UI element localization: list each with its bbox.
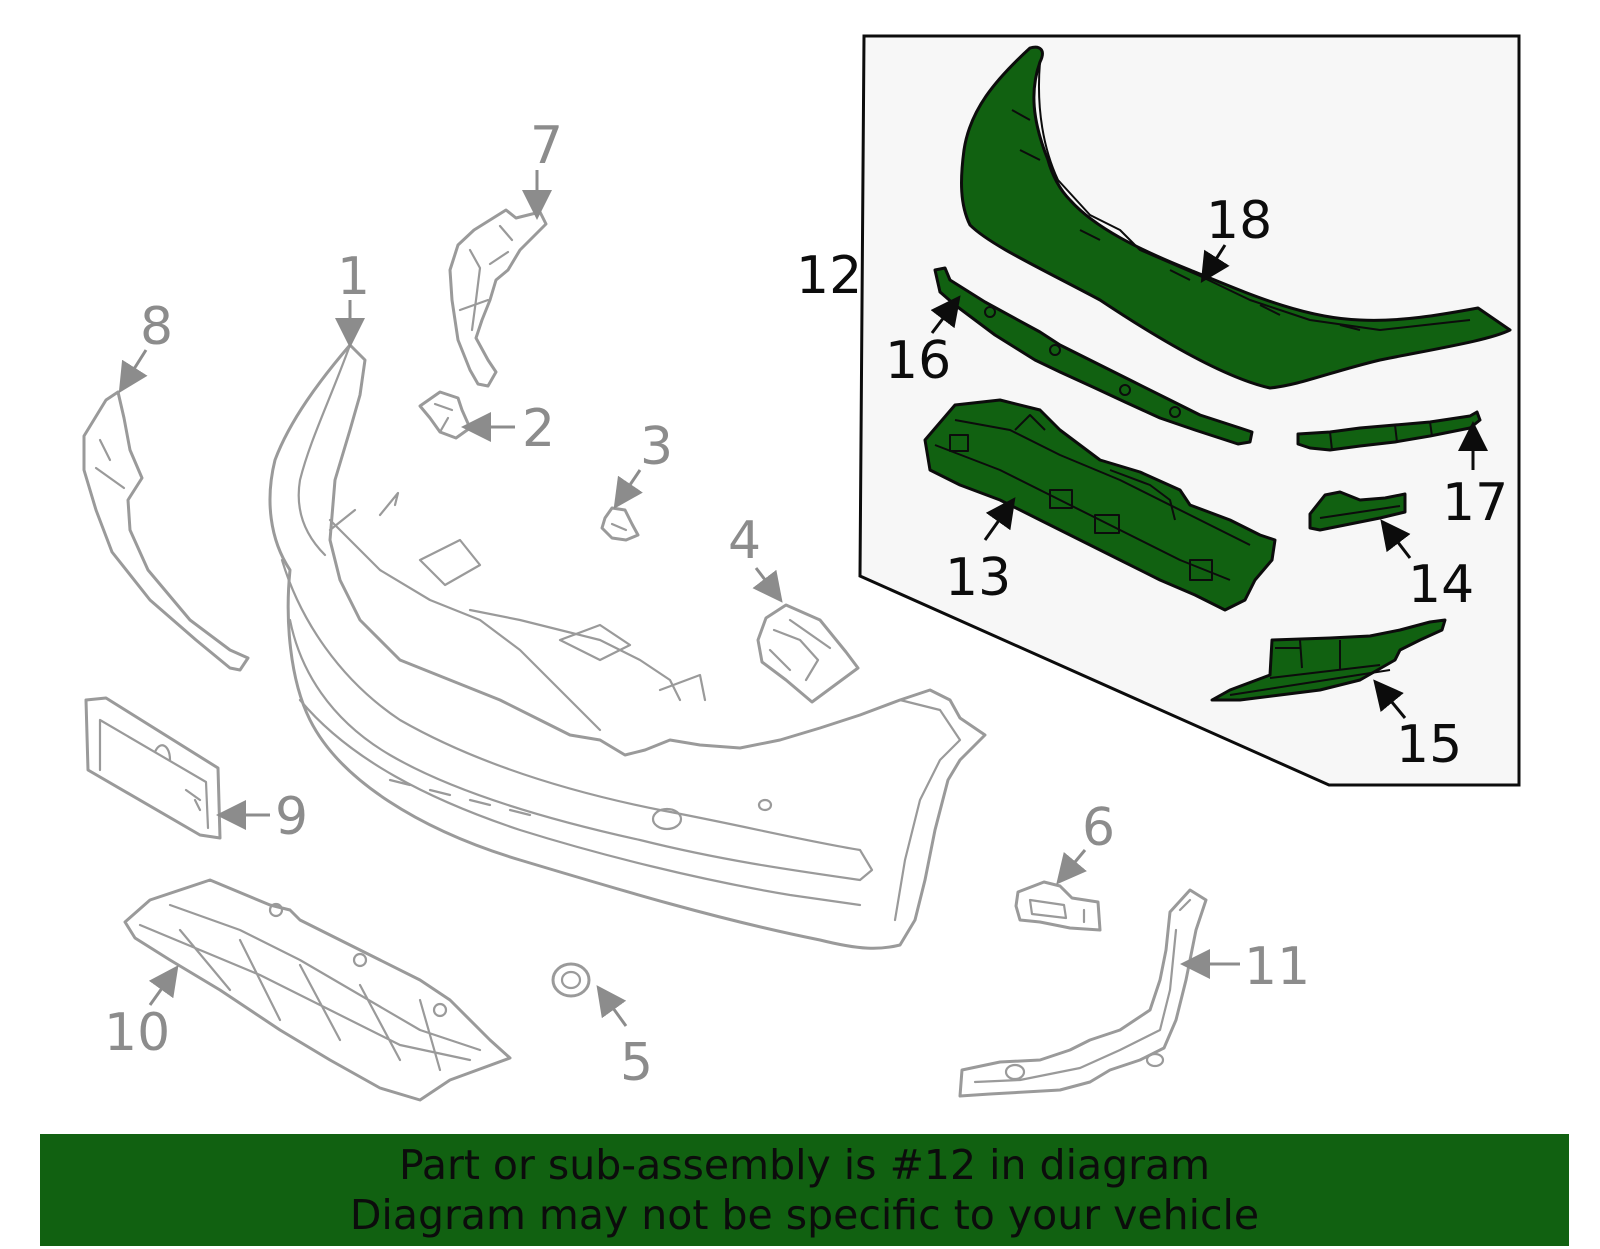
callout-6[interactable]: 6 xyxy=(1082,798,1115,858)
callout-8[interactable]: 8 xyxy=(140,297,173,357)
callout-11[interactable]: 11 xyxy=(1244,937,1310,997)
callout-2[interactable]: 2 xyxy=(522,399,555,459)
callout-14[interactable]: 14 xyxy=(1408,555,1474,615)
callout-5[interactable]: 5 xyxy=(620,1033,653,1093)
callout-labels: 1 2 3 4 5 6 7 8 9 10 11 12 13 14 15 16 1… xyxy=(104,116,1508,1093)
callout-4[interactable]: 4 xyxy=(728,511,761,571)
callout-9[interactable]: 9 xyxy=(275,787,308,847)
leader-lines xyxy=(118,170,1488,1027)
callout-17[interactable]: 17 xyxy=(1442,473,1508,533)
callout-1[interactable]: 1 xyxy=(337,247,370,307)
callout-16[interactable]: 16 xyxy=(885,331,951,391)
callout-12[interactable]: 12 xyxy=(796,246,862,306)
part-9-license-bracket[interactable] xyxy=(84,696,222,840)
part-3-clip[interactable] xyxy=(600,506,640,542)
part-15-highlighted[interactable] xyxy=(1210,618,1447,702)
part-5-grommet[interactable] xyxy=(551,962,591,998)
callout-18[interactable]: 18 xyxy=(1206,191,1272,251)
part-1-bumper-cover[interactable] xyxy=(268,343,987,950)
callout-13[interactable]: 13 xyxy=(945,548,1011,608)
part-2-bracket[interactable] xyxy=(418,390,472,440)
callout-10[interactable]: 10 xyxy=(104,1003,170,1063)
footer-line-part-number: Part or sub-assembly is #12 in diagram xyxy=(398,1141,1211,1189)
part-10-under-cover[interactable] xyxy=(123,878,512,1102)
part-6-sensor-bracket[interactable] xyxy=(1014,880,1102,932)
footer-line-disclaimer: Diagram may not be specific to your vehi… xyxy=(349,1191,1260,1239)
callout-7[interactable]: 7 xyxy=(530,116,563,176)
part-8-side-molding[interactable] xyxy=(82,390,250,672)
callout-15[interactable]: 15 xyxy=(1396,715,1462,775)
part-13-highlighted[interactable] xyxy=(923,398,1277,612)
footer-banner: Part or sub-assembly is #12 in diagram D… xyxy=(40,1134,1569,1246)
part-14-highlighted[interactable] xyxy=(1308,490,1407,532)
part-16-highlighted[interactable] xyxy=(933,266,1254,446)
callout-3[interactable]: 3 xyxy=(640,417,673,477)
part-7-upper-bracket[interactable] xyxy=(448,208,548,388)
part-4-side-bracket[interactable] xyxy=(756,603,860,704)
part-18-highlighted[interactable] xyxy=(960,45,1512,390)
